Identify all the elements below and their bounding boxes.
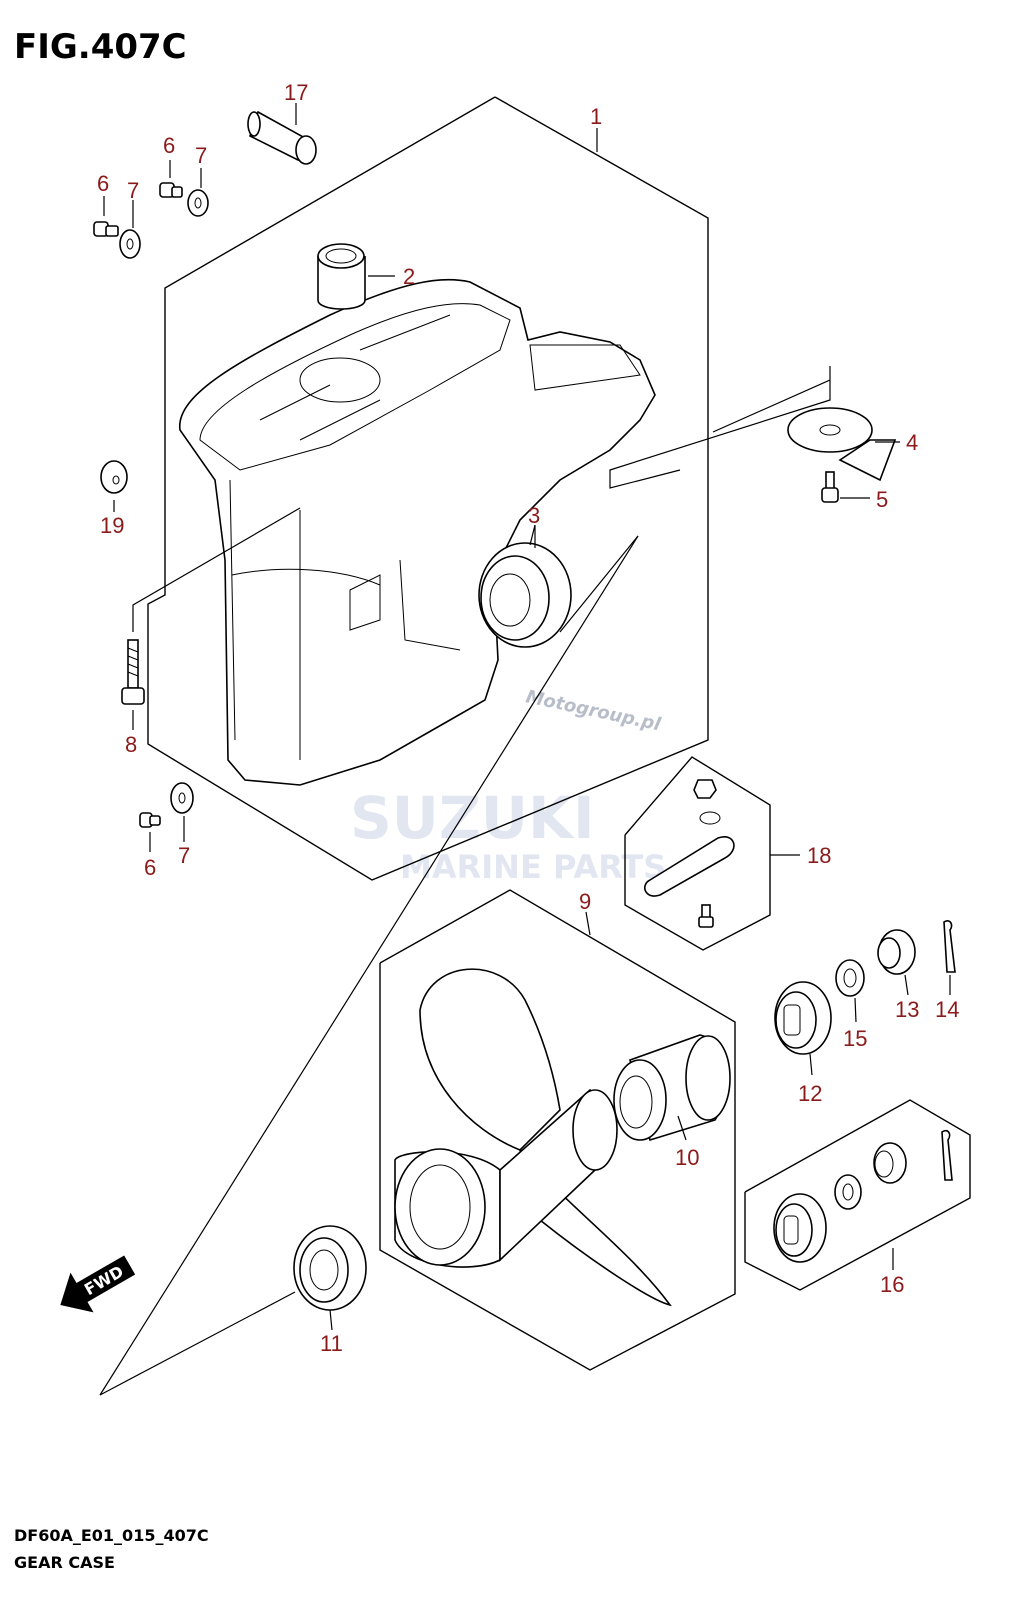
callout-19: 19 (100, 513, 124, 538)
callout-17: 17 (284, 80, 308, 105)
callout-7-bottom: 7 (178, 843, 190, 868)
bushing-10 (613, 1034, 731, 1142)
callout-7-top-left: 7 (127, 178, 139, 203)
bolt-6-top-left (93, 221, 119, 237)
callout-3: 3 (528, 503, 540, 528)
propeller-9 (394, 968, 672, 1307)
trim-tab-4 (787, 407, 897, 482)
callout-11: 11 (320, 1331, 343, 1356)
washer-7-top-left (119, 229, 141, 259)
fwd-arrow: FWD (60, 1255, 136, 1313)
spacer-12 (774, 981, 832, 1055)
washer-7-bottom (170, 782, 194, 814)
thrust-washer-11 (293, 1225, 367, 1311)
bolt-5 (821, 471, 839, 503)
callout-6-bottom: 6 (144, 855, 156, 880)
bolt-8 (121, 639, 145, 705)
bolt-6-bottom (139, 812, 161, 828)
washer-15 (835, 959, 865, 997)
watermark: SUZUKI MARINE PARTS Motogroup.pl (350, 686, 666, 886)
assembly-frame-9 (379, 889, 736, 1371)
callout-1: 1 (590, 104, 602, 129)
watermark-sub: MARINE PARTS (400, 848, 666, 886)
gear-case-body (179, 278, 656, 786)
callout-14: 14 (935, 997, 959, 1022)
figure-name: GEAR CASE (14, 1553, 115, 1572)
kit-16 (773, 1129, 953, 1263)
callout-9: 9 (579, 889, 591, 914)
callout-18: 18 (807, 843, 831, 868)
plug-17 (247, 110, 317, 165)
cotter-pin-14 (943, 920, 956, 973)
nut-13 (877, 929, 916, 975)
callout-16: 16 (880, 1272, 904, 1297)
callout-2: 2 (403, 264, 415, 289)
callout-15: 15 (843, 1026, 867, 1051)
grommet-19 (100, 460, 128, 494)
callout-5: 5 (876, 487, 888, 512)
callout-12: 12 (798, 1081, 822, 1106)
assembly-frame-18 (624, 756, 771, 951)
figure-code: DF60A_E01_015_407C (14, 1526, 209, 1545)
washer-7-top-right (187, 189, 209, 217)
callout-13: 13 (895, 997, 919, 1022)
assembly-frame-16 (744, 1099, 971, 1291)
bolt-6-top-right (159, 182, 183, 198)
anode-18 (644, 779, 735, 928)
callout-6-top-right: 6 (163, 133, 175, 158)
watermark-brand: SUZUKI (350, 784, 595, 852)
callout-8: 8 (125, 732, 137, 757)
assembly-frame-1 (147, 96, 709, 881)
sleeve-2 (317, 243, 366, 310)
callout-4: 4 (906, 430, 918, 455)
watermark-site: Motogroup.pl (524, 686, 663, 735)
bearing-3 (478, 542, 572, 648)
callout-10: 10 (675, 1145, 699, 1170)
figure-title: FIG.407C (14, 27, 187, 67)
callout-7-top-right: 7 (195, 143, 207, 168)
callout-6-top-left: 6 (97, 171, 109, 196)
